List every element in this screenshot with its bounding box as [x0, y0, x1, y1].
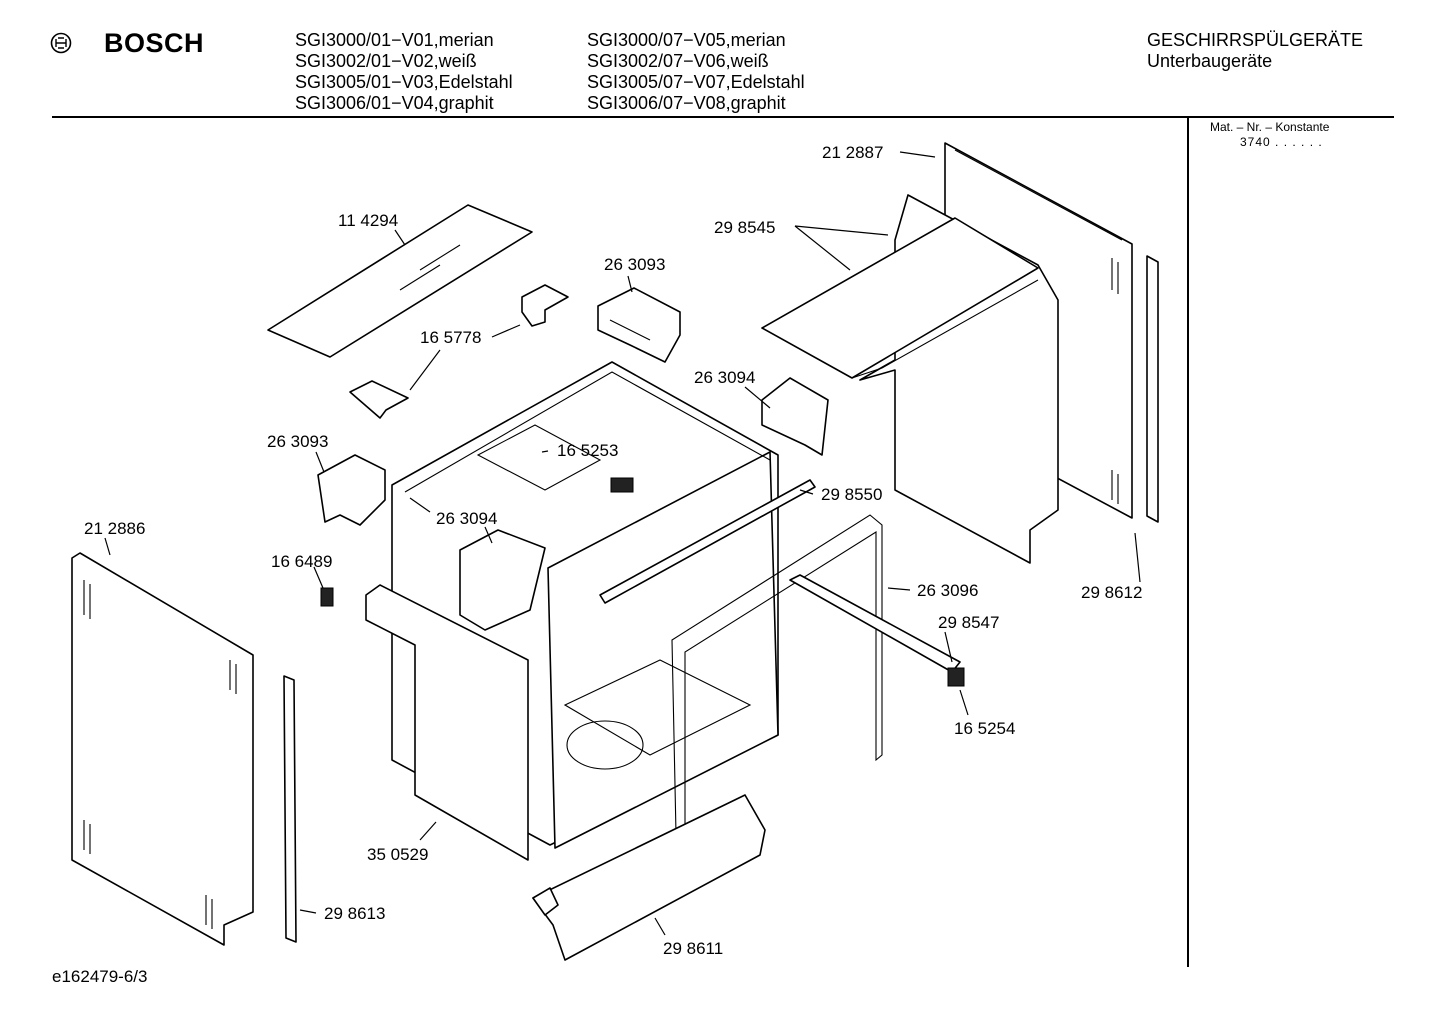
part-label-212886: 21 2886 — [84, 519, 145, 538]
hinge-bracket-top[interactable] — [597, 287, 681, 363]
part-label-298611: 29 8611 — [663, 939, 723, 958]
part-label-165254: 16 5254 — [954, 719, 1015, 738]
category-title: GESCHIRRSPÜLGERÄTE Unterbaugeräte — [1147, 30, 1363, 72]
material-number-value: 3740 . . . . . . — [1240, 135, 1323, 149]
part-label-165253: 16 5253 — [557, 441, 618, 460]
left-side-panel[interactable] — [71, 552, 254, 946]
model-list-right: SGI3000/07−V05,merian SGI3002/07−V06,wei… — [587, 30, 805, 114]
rail-tube[interactable] — [789, 574, 961, 673]
insulation-panel[interactable] — [761, 194, 1059, 564]
part-label-298612: 29 8612 — [1081, 583, 1142, 602]
part-label-263094-center: 26 3094 — [436, 509, 497, 528]
right-edge-strip[interactable] — [1146, 255, 1159, 523]
model-line: SGI3000/01−V01,merian — [295, 30, 494, 50]
leader-lines — [104, 151, 1141, 936]
small-clip[interactable] — [320, 587, 334, 607]
hinge-cover-center[interactable] — [459, 529, 546, 631]
drawing-id: e162479-6/3 — [52, 967, 148, 986]
latch-clip[interactable] — [610, 477, 634, 493]
hinge-cover-right[interactable] — [761, 377, 829, 456]
side-divider — [1187, 116, 1189, 967]
subcategory-name: Unterbaugeräte — [1147, 51, 1273, 71]
hinge-bracket-left[interactable] — [317, 454, 386, 526]
mounting-bracket-bottom[interactable] — [349, 380, 409, 419]
model-line: SGI3000/07−V05,merian — [587, 30, 786, 50]
part-label-298545: 29 8545 — [714, 218, 775, 237]
model-line: SGI3006/01−V04,graphit — [295, 93, 494, 113]
part-label-166489: 16 6489 — [271, 552, 332, 571]
model-line: SGI3005/07−V07,Edelstahl — [587, 72, 805, 92]
brand-name: BOSCH — [104, 28, 205, 58]
rail-end-cap[interactable] — [947, 667, 965, 687]
part-label-350529: 35 0529 — [367, 845, 428, 864]
mounting-bracket-top[interactable] — [521, 284, 569, 327]
part-label-212887: 21 2887 — [822, 143, 883, 162]
part-label-298547: 29 8547 — [938, 613, 999, 632]
part-label-263094-right: 26 3094 — [694, 368, 755, 387]
model-line: SGI3002/07−V06,weiß — [587, 51, 769, 71]
model-line: SGI3005/01−V03,Edelstahl — [295, 72, 513, 92]
model-line: SGI3006/07−V08,graphit — [587, 93, 786, 113]
left-edge-strip[interactable] — [283, 675, 297, 943]
front-base-panel[interactable] — [365, 584, 529, 861]
material-number-label: Mat. – Nr. – Konstante — [1210, 120, 1330, 134]
part-label-165778: 16 5778 — [420, 328, 481, 347]
part-label-263093-top: 26 3093 — [604, 255, 665, 274]
part-label-263096: 26 3096 — [917, 581, 978, 600]
cross-rail[interactable] — [599, 479, 816, 604]
tub-body[interactable] — [391, 361, 779, 849]
bosch-logo-icon — [50, 32, 72, 54]
part-label-263093-left: 26 3093 — [267, 432, 328, 451]
part-label-114294: 11 4294 — [338, 211, 398, 230]
model-line: SGI3002/01−V02,weiß — [295, 51, 477, 71]
model-list-left: SGI3000/01−V01,merian SGI3002/01−V02,wei… — [295, 30, 513, 114]
part-label-298613: 29 8613 — [324, 904, 385, 923]
top-cover-sheet[interactable] — [267, 204, 533, 358]
kick-plate[interactable] — [532, 794, 766, 961]
part-label-298550: 29 8550 — [821, 485, 882, 504]
category-name: GESCHIRRSPÜLGERÄTE — [1147, 30, 1364, 50]
header-divider — [52, 116, 1394, 118]
